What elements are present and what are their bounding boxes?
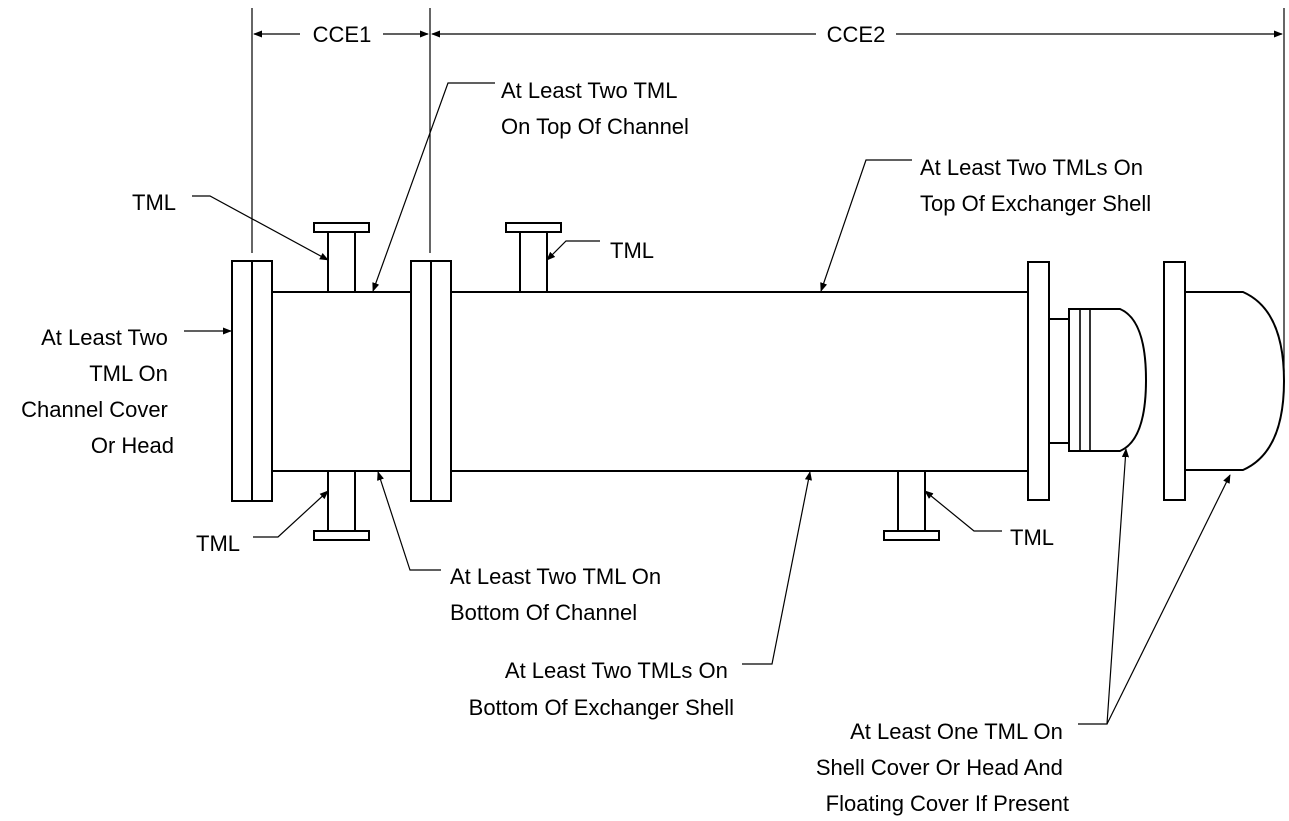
channel-top-nozzle <box>313 222 370 293</box>
tml-top-middle-label: TML <box>610 238 654 263</box>
shell-cover-flange <box>1163 261 1186 501</box>
channel <box>271 291 412 472</box>
cce1-dimension-label: CCE1 <box>313 22 372 47</box>
shell-top-label: At Least Two TMLs On Top Of Exchanger Sh… <box>920 155 1151 216</box>
channel-bottom-nozzle <box>313 470 370 541</box>
channel-bottom-label: At Least Two TML On Bottom Of Channel <box>450 564 667 625</box>
tml-bottom-right-label: TML <box>1010 525 1054 550</box>
channel-top-label: At Least Two TML On Top Of Channel <box>501 78 689 139</box>
shell-cover-head <box>1184 291 1286 471</box>
floating-head <box>1048 308 1148 452</box>
leader-lines <box>184 82 1231 725</box>
shell-cover-label: At Least One TML On Shell Cover Or Head … <box>816 719 1069 816</box>
shell-bottom-nozzle <box>883 470 940 541</box>
cce2-dimension-label: CCE2 <box>827 22 886 47</box>
shell-top-nozzle <box>505 222 562 293</box>
channel-cover-label: At Least Two TML On Channel Cover Or Hea… <box>21 325 174 458</box>
tml-bottom-left-label: TML <box>196 531 240 556</box>
shell-bottom-label: At Least Two TMLs On Bottom Of Exchanger… <box>469 658 734 720</box>
shell-end-flange <box>1027 261 1050 501</box>
dimension-lines <box>251 8 1285 372</box>
exchanger-shell <box>450 291 1029 472</box>
exchanger-body <box>231 222 1286 541</box>
tml-top-left-label: TML <box>132 190 176 215</box>
channel-shell-flange <box>410 260 452 502</box>
channel-cover-flange <box>231 260 273 502</box>
